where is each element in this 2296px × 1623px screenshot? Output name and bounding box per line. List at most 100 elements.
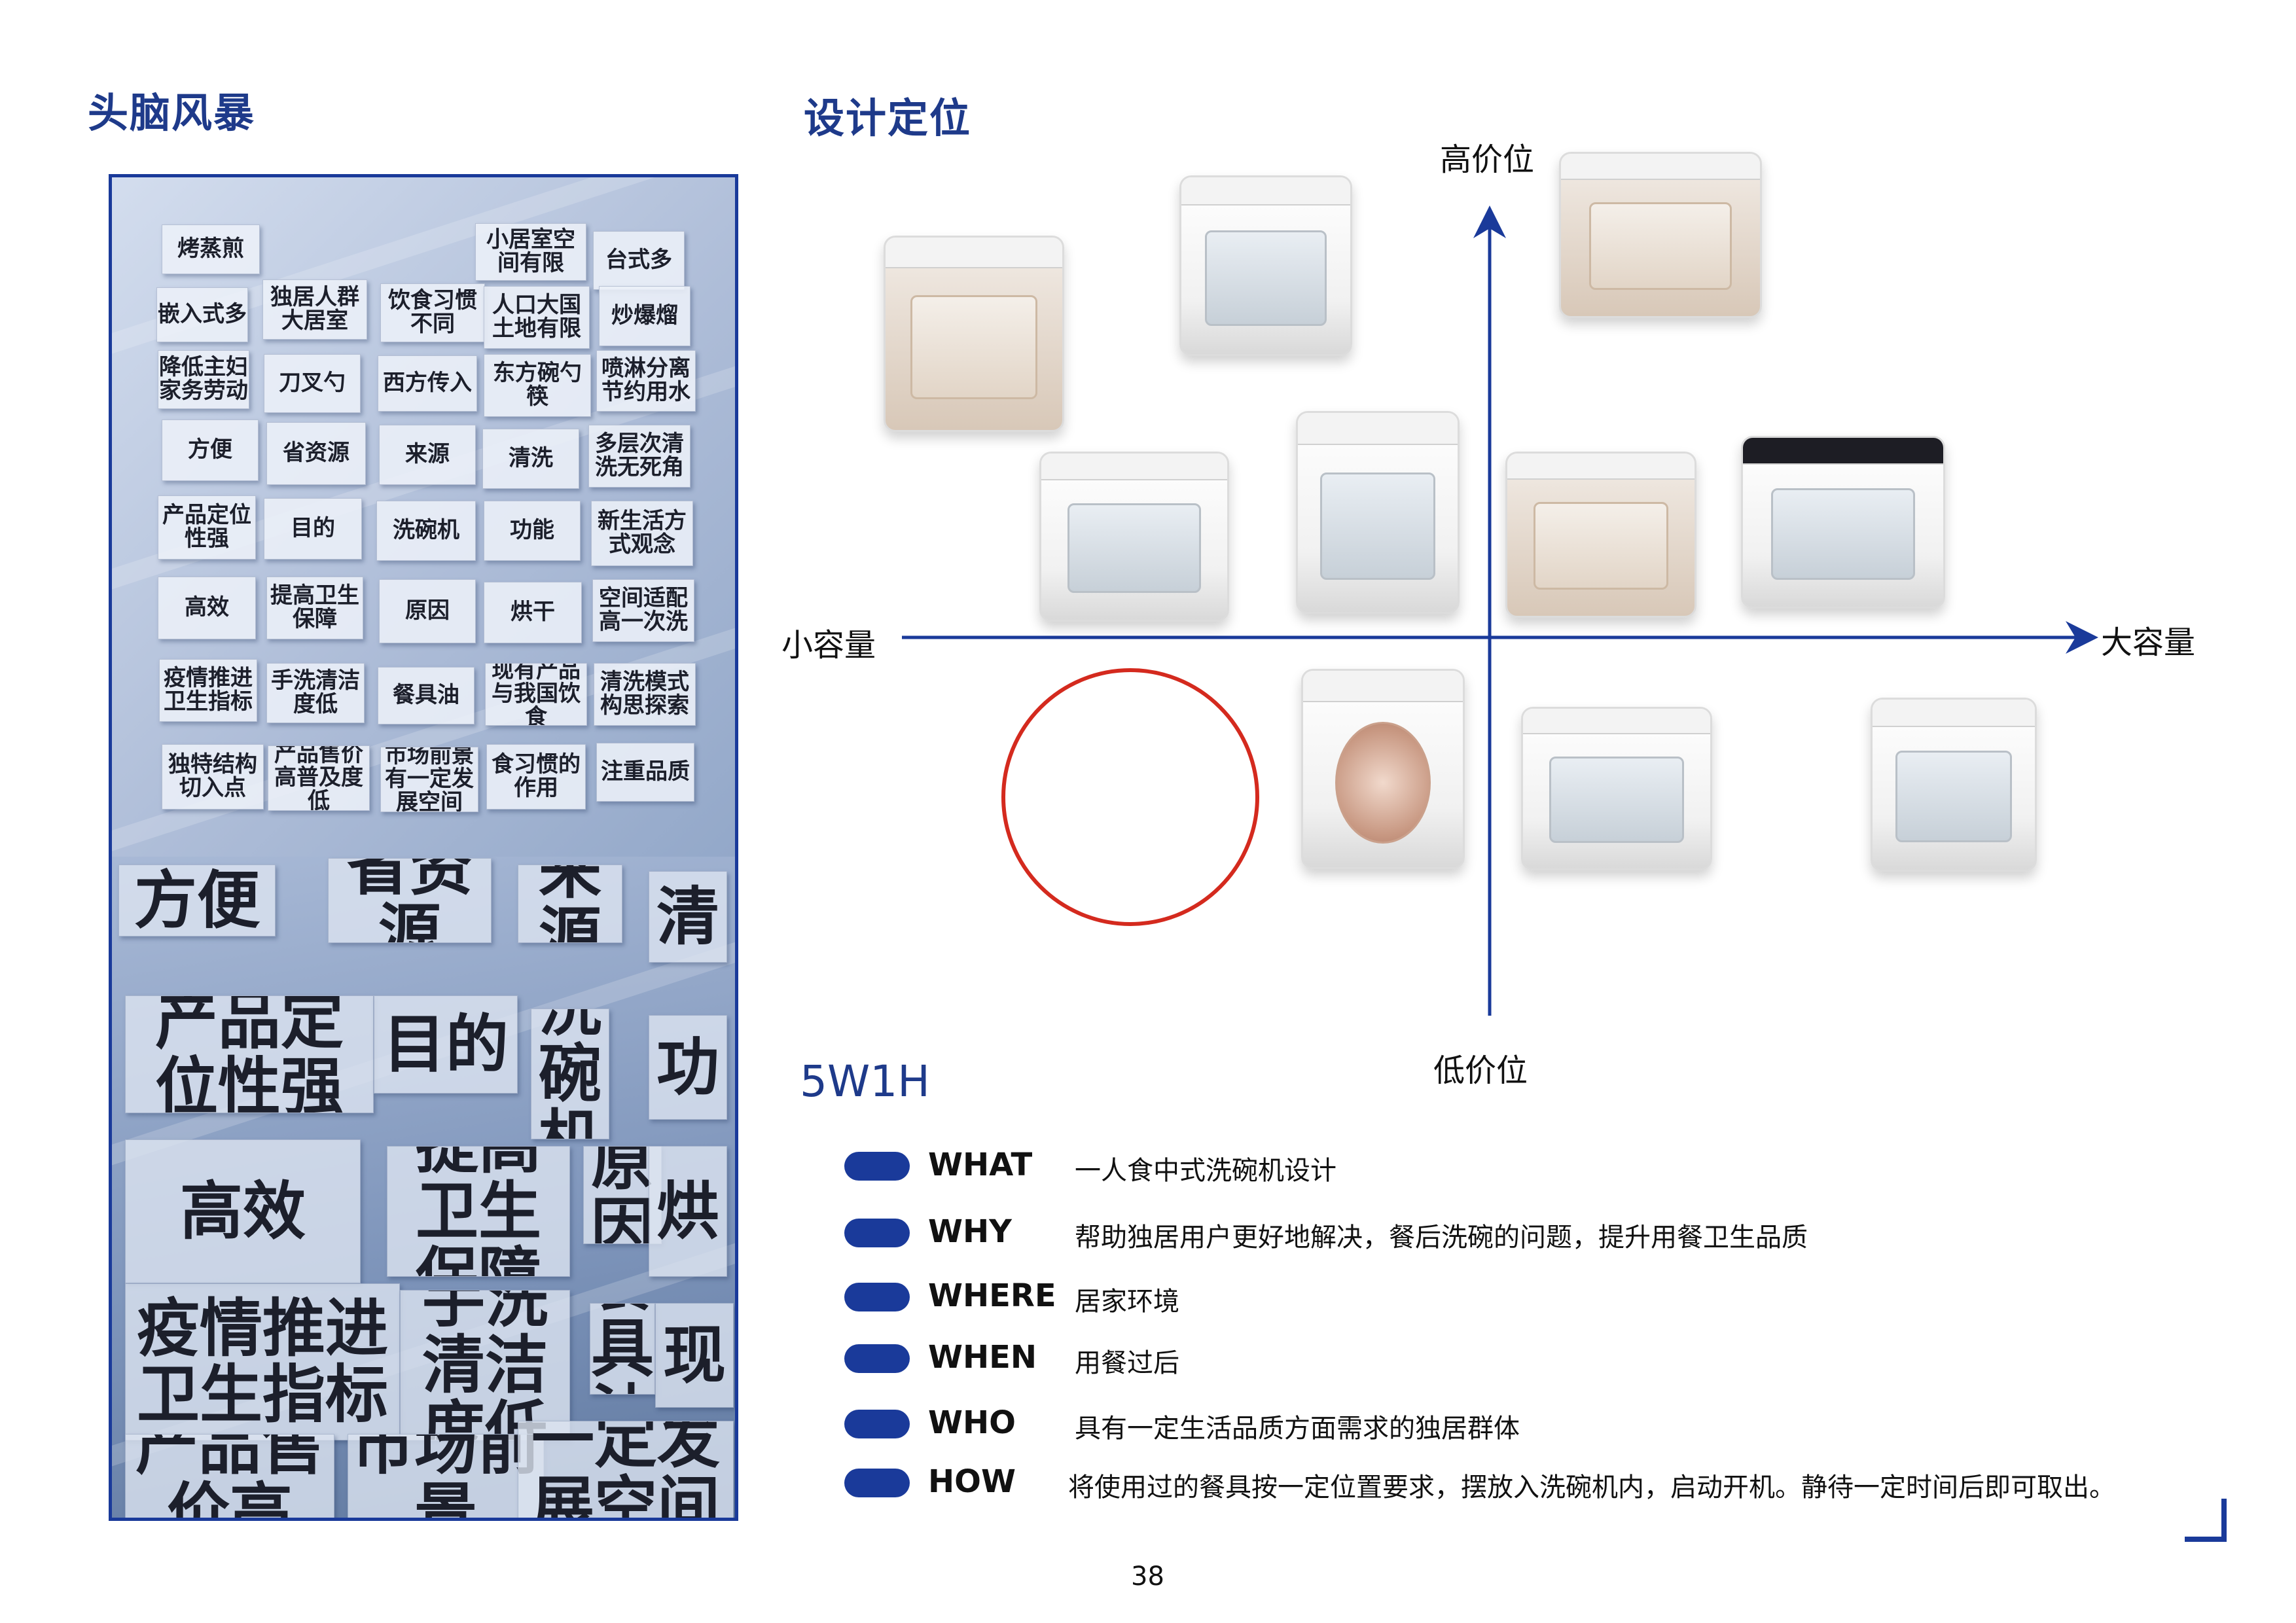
sticky-note: 洗碗机	[531, 1008, 609, 1139]
sticky-note: 降低主妇家务劳动	[158, 350, 249, 409]
brainstorm-photo: 烤蒸煎小居室空间有限台式多嵌入式多独居人群大居室饮食习惯不同人口大国土地有限炒爆…	[109, 174, 738, 1521]
sticky-note: 刀叉勺	[264, 354, 361, 413]
sticky-note: 东方碗勺筷	[484, 354, 591, 417]
row-value: 居家环境	[1075, 1287, 1179, 1317]
five-w-one-h-row: WHERE 居家环境	[844, 1277, 2219, 1317]
sticky-note: 产品定位性强	[125, 995, 374, 1113]
sticky-note: 现	[655, 1303, 734, 1408]
row-value: 将使用过的餐具按一定位置要求，摆放入洗碗机内，启动开机。静待一定时间后即可取出。	[1068, 1472, 2115, 1503]
row-key: WHEN	[928, 1339, 1037, 1376]
sticky-note: 空间适配高一次洗	[592, 579, 694, 642]
sticky-note: 清洗	[482, 429, 579, 489]
sticky-note: 烤蒸煎	[162, 224, 260, 274]
row-value: 一人食中式洗碗机设计	[1075, 1156, 1336, 1186]
sticky-note: 手洗清洁度低	[266, 663, 365, 723]
sticky-note: 烘	[649, 1146, 727, 1277]
five-w-one-h-row: WHAT 一人食中式洗碗机设计	[844, 1147, 2219, 1186]
axis-label-low-price: 低价位	[1433, 1052, 1528, 1089]
sticky-note: 功能	[484, 501, 581, 561]
sticky-note: 目的	[374, 995, 518, 1094]
sticky-note: 提高卫生保障	[266, 577, 363, 639]
sticky-note: 清洗模式构思探索	[594, 663, 696, 726]
sticky-note: 手洗清洁度低	[400, 1290, 570, 1440]
dishwasher-image-drawer-open-unit	[1559, 152, 1762, 318]
sticky-note: 多层次清洗无死角	[588, 425, 691, 488]
sticky-note: 一定发展空间	[518, 1421, 734, 1518]
sticky-note: 产品售价高普及度低	[268, 745, 370, 811]
row-key: WHAT	[928, 1147, 1033, 1183]
bullet-pill	[844, 1219, 910, 1247]
sticky-note: 现有产品与我国饮食	[485, 663, 587, 726]
sticky-note: 清	[649, 871, 727, 963]
bullet-pill	[844, 1410, 910, 1438]
sticky-note: 小居室空间有限	[475, 223, 586, 281]
sticky-note: 西方传入	[378, 355, 477, 412]
bullet-pill	[844, 1469, 910, 1497]
sticky-note: 高效	[125, 1139, 361, 1283]
sticky-note: 独居人群大居室	[262, 279, 367, 340]
row-value: 具有一定生活品质方面需求的独居群体	[1075, 1414, 1520, 1444]
row-key: WHERE	[928, 1277, 1056, 1314]
dishwasher-image-white-tabletop	[1039, 452, 1229, 622]
sticky-note: 注重品质	[596, 743, 694, 802]
sticky-note: 市场前景有一定发展空间	[380, 747, 478, 812]
sticky-note: 疫情推进卫生指标	[125, 1283, 400, 1440]
sticky-note: 市场前景	[348, 1434, 544, 1518]
dishwasher-image-porthole-unit	[1301, 669, 1465, 869]
sticky-note: 提高卫生保障	[387, 1146, 570, 1277]
five-w-one-h-title: 5W1H	[800, 1056, 930, 1107]
positioning-title: 设计定位	[804, 94, 972, 142]
axis-label-small-capacity: 小容量	[781, 627, 876, 664]
sticky-note: 功	[649, 1015, 727, 1120]
dishwasher-image-mini-badge-unit	[1296, 411, 1460, 614]
five-w-one-h-row: WHY 帮助独居用户更好地解决，餐后洗碗的问题，提升用餐卫生品质	[844, 1213, 2219, 1253]
sticky-note: 来源	[379, 425, 476, 485]
sticky-note: 疫情推进卫生指标	[159, 659, 257, 722]
sticky-note: 方便	[118, 865, 276, 936]
brainstorm-title: 头脑风暴	[88, 89, 256, 137]
sticky-note: 高效	[158, 577, 256, 639]
five-w-one-h-row: HOW 将使用过的餐具按一定位置要求，摆放入洗碗机内，启动开机。静待一定时间后即可…	[844, 1463, 2219, 1503]
sticky-note: 嵌入式多	[156, 287, 248, 342]
sticky-note: 饮食习惯不同	[380, 283, 485, 342]
bullet-pill	[844, 1283, 910, 1311]
sticky-note: 省资源	[266, 422, 366, 485]
sticky-note: 省资源	[328, 858, 492, 943]
bullet-pill	[844, 1152, 910, 1181]
five-w-one-h-row: WHO 具有一定生活品质方面需求的独居群体	[844, 1404, 2219, 1444]
sticky-note: 人口大国土地有限	[484, 286, 590, 349]
sticky-note: 产品定位性强	[158, 495, 256, 560]
sticky-note: 产品售价高	[125, 1434, 334, 1518]
sticky-note: 炒爆熘	[599, 286, 691, 346]
dishwasher-image-hisense-compact	[884, 236, 1064, 432]
sticky-note: 原因	[379, 579, 476, 643]
sticky-note: 目的	[264, 498, 362, 560]
bullet-pill	[844, 1344, 910, 1373]
page-number: 38	[1131, 1561, 1164, 1592]
dishwasher-image-white-gold-base	[1521, 707, 1712, 870]
sticky-note: 新生活方式观念	[591, 501, 693, 566]
dishwasher-image-glass-front-unit	[1871, 698, 2037, 872]
sticky-note: 洗碗机	[376, 501, 476, 561]
dishwasher-image-white-cube-top	[1179, 175, 1352, 356]
sticky-note: 食习惯的作用	[486, 744, 586, 810]
corner-bracket	[2185, 1499, 2227, 1542]
sticky-note: 餐具油	[378, 667, 475, 724]
row-key: HOW	[928, 1463, 1016, 1500]
five-w-one-h-row: WHEN 用餐过后	[844, 1339, 2219, 1378]
row-key: WHO	[928, 1404, 1016, 1441]
row-key: WHY	[928, 1213, 1012, 1250]
dishwasher-image-midea-dark-front	[1741, 436, 1945, 609]
sticky-note: 独特结构切入点	[162, 744, 264, 810]
axis-label-high-price: 高价位	[1440, 141, 1535, 178]
sticky-note: 来源	[518, 865, 622, 943]
row-value: 帮助独居用户更好地解决，餐后洗碗的问题，提升用餐卫生品质	[1075, 1222, 1808, 1253]
row-value: 用餐过后	[1075, 1348, 1179, 1378]
target-position-circle	[1001, 668, 1259, 926]
dishwasher-image-champagne-box	[1505, 452, 1696, 618]
sticky-note: 喷淋分离节约用水	[596, 350, 696, 412]
sticky-note: 烘干	[484, 582, 582, 643]
sticky-note: 方便	[162, 419, 259, 481]
axis-label-large-capacity: 大容量	[2101, 624, 2196, 661]
